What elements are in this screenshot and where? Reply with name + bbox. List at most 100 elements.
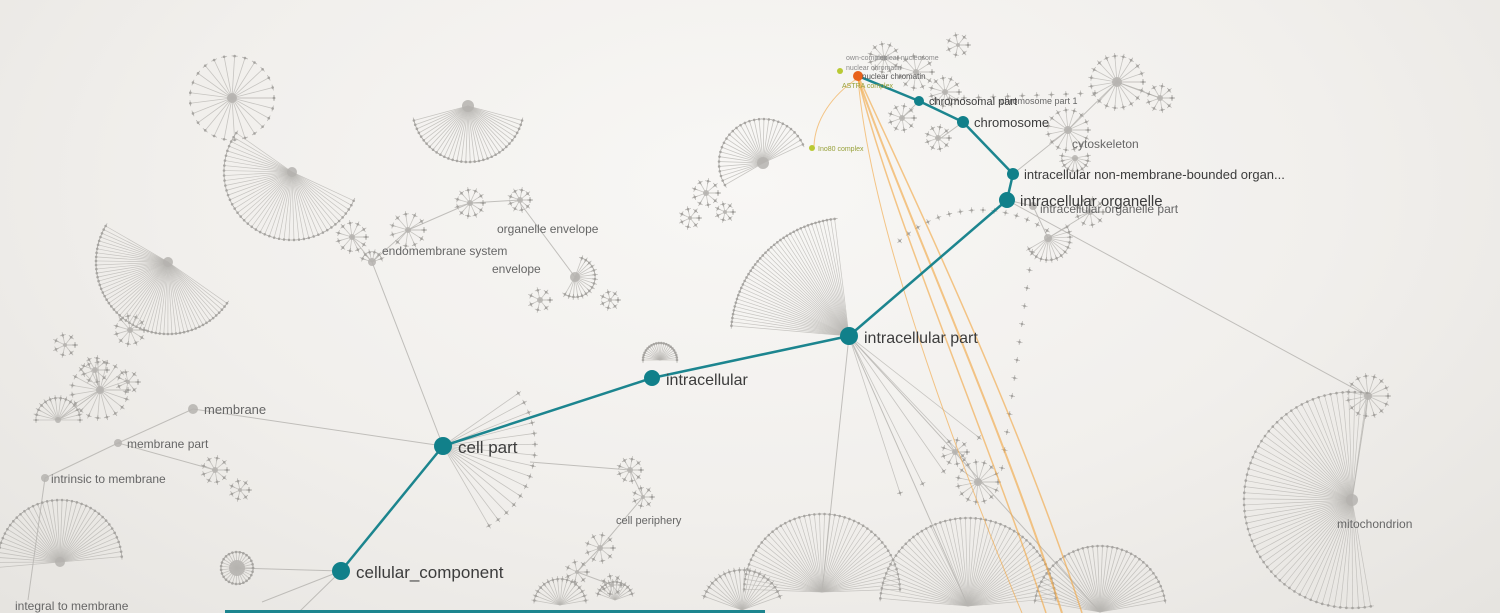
- node-tick: [266, 234, 273, 238]
- node-tick: [224, 182, 227, 189]
- cluster-spoke: [231, 97, 273, 109]
- node-tick: [0, 546, 2, 549]
- graph-label-cellular_component[interactable]: cellular_component: [356, 563, 504, 582]
- graph-label-tiny[interactable]: own-complex: [846, 55, 888, 62]
- graph-label[interactable]: organelle envelope: [497, 222, 599, 236]
- node-tick: [1379, 378, 1384, 384]
- node-tick: [906, 231, 911, 237]
- cluster-spoke: [821, 518, 850, 593]
- cluster-spoke: [1247, 499, 1353, 530]
- graph-label-tiny[interactable]: ASTRA complex: [842, 83, 893, 90]
- cluster-spoke: [1346, 499, 1353, 608]
- node-tick: [1129, 101, 1134, 107]
- cluster-spoke: [967, 551, 1038, 607]
- graph-node-chromatin_node[interactable]: [853, 71, 863, 81]
- node-tick: [551, 577, 554, 583]
- cluster-spoke: [729, 134, 764, 164]
- cluster-spoke: [231, 62, 255, 99]
- graph-label-chromosomal_part[interactable]: chromosomal part: [929, 96, 1017, 108]
- graph-label-tiny[interactable]: nuclear chromatin: [846, 65, 902, 72]
- cluster-spoke: [1077, 549, 1101, 613]
- cluster-center-dot: [597, 545, 603, 551]
- node-tick: [249, 224, 255, 229]
- cluster-spoke: [719, 161, 764, 164]
- graph-label[interactable]: endomembrane system: [382, 244, 507, 258]
- graph-node-cellular_component[interactable]: [332, 562, 350, 580]
- graph-node-green_b[interactable]: [809, 145, 815, 151]
- node-tick: [1286, 585, 1293, 591]
- node-tick: [898, 576, 900, 583]
- node-tick: [880, 590, 882, 597]
- graph-node-chromosomal_part[interactable]: [914, 96, 924, 106]
- cluster-spoke: [440, 105, 469, 155]
- graph-label-intracellular_part[interactable]: intracellular part: [864, 330, 978, 347]
- node-tick: [189, 89, 192, 96]
- graph-label[interactable]: membrane part: [127, 437, 209, 451]
- node-tick: [35, 408, 42, 412]
- node-tick: [324, 228, 330, 233]
- graph-label[interactable]: integral to membrane: [15, 599, 129, 613]
- graph-node-non_membrane_bounded[interactable]: [1007, 168, 1019, 180]
- graph-label[interactable]: intracellular organelle part: [1040, 202, 1179, 216]
- node-tick: [982, 498, 986, 504]
- cluster-spoke: [125, 261, 169, 321]
- cluster-spoke: [643, 354, 661, 361]
- node-tick: [544, 305, 549, 311]
- graph-label[interactable]: mitochondrion: [1337, 517, 1412, 531]
- graph-node-green_a[interactable]: [837, 68, 843, 74]
- graph-label-cell_part[interactable]: cell part: [458, 438, 518, 457]
- node-tick: [478, 208, 484, 212]
- cluster: [595, 579, 635, 601]
- graph-label-tiny[interactable]: Ino80 complex: [818, 146, 864, 153]
- node-tick: [796, 516, 803, 519]
- cluster-spoke: [905, 543, 969, 607]
- cluster-spoke: [543, 584, 561, 606]
- graph-label-chromosome[interactable]: chromosome: [974, 115, 1049, 130]
- node-tick: [584, 542, 591, 545]
- graph-node-cell_part[interactable]: [434, 437, 452, 455]
- gray-edge: [576, 547, 601, 573]
- cluster-center-dot: [610, 583, 614, 587]
- cluster-spoke: [967, 536, 1023, 607]
- cluster-spoke: [796, 229, 850, 337]
- cluster-spoke: [1351, 499, 1372, 607]
- graph-label[interactable]: cytoskeleton: [1072, 137, 1139, 151]
- cluster-spoke: [460, 105, 469, 162]
- node-tick: [1024, 538, 1029, 543]
- node-tick: [954, 97, 960, 102]
- cluster: [188, 404, 198, 414]
- cluster-spoke: [41, 405, 59, 421]
- cluster-spoke: [102, 261, 169, 293]
- graph-label-intracellular[interactable]: intracellular: [666, 372, 748, 389]
- graph-node-intracellular_organelle[interactable]: [999, 192, 1015, 208]
- graph-label-intracellular_organelle[interactable]: intracellular organelle: [1020, 193, 1163, 210]
- graph-label-tiny[interactable]: nuclear nucleosome: [876, 55, 939, 62]
- graph-label-non_membrane_bounded[interactable]: intracellular non-membrane-bounded organ…: [1024, 167, 1285, 182]
- node-tick: [706, 585, 712, 590]
- node-tick: [1129, 57, 1134, 63]
- node-tick: [349, 202, 354, 208]
- cluster-spoke: [780, 239, 850, 337]
- graph-node-chromosome[interactable]: [957, 116, 969, 128]
- cluster-spoke: [467, 105, 510, 144]
- graph-label[interactable]: chromosome part 1: [1000, 96, 1078, 106]
- graph-node-intracellular[interactable]: [644, 370, 660, 386]
- node-tick: [747, 561, 751, 568]
- cluster-spoke: [231, 97, 263, 128]
- graph-label-tiny[interactable]: nuclear chromatin: [862, 72, 926, 81]
- cluster-spoke: [32, 505, 61, 563]
- node-tick: [947, 459, 951, 466]
- node-tick: [881, 41, 883, 48]
- node-tick: [229, 484, 235, 488]
- graph-label[interactable]: intrinsic to membrane: [51, 472, 166, 486]
- node-tick: [1258, 554, 1263, 560]
- cluster-spoke: [80, 369, 101, 391]
- node-tick: [280, 238, 287, 241]
- cluster-spoke: [59, 513, 100, 563]
- graph-node-intracellular_part[interactable]: [840, 327, 858, 345]
- graph-label[interactable]: envelope: [492, 262, 541, 276]
- graph-label[interactable]: cell periphery: [616, 515, 682, 527]
- graph-label[interactable]: membrane: [204, 402, 266, 417]
